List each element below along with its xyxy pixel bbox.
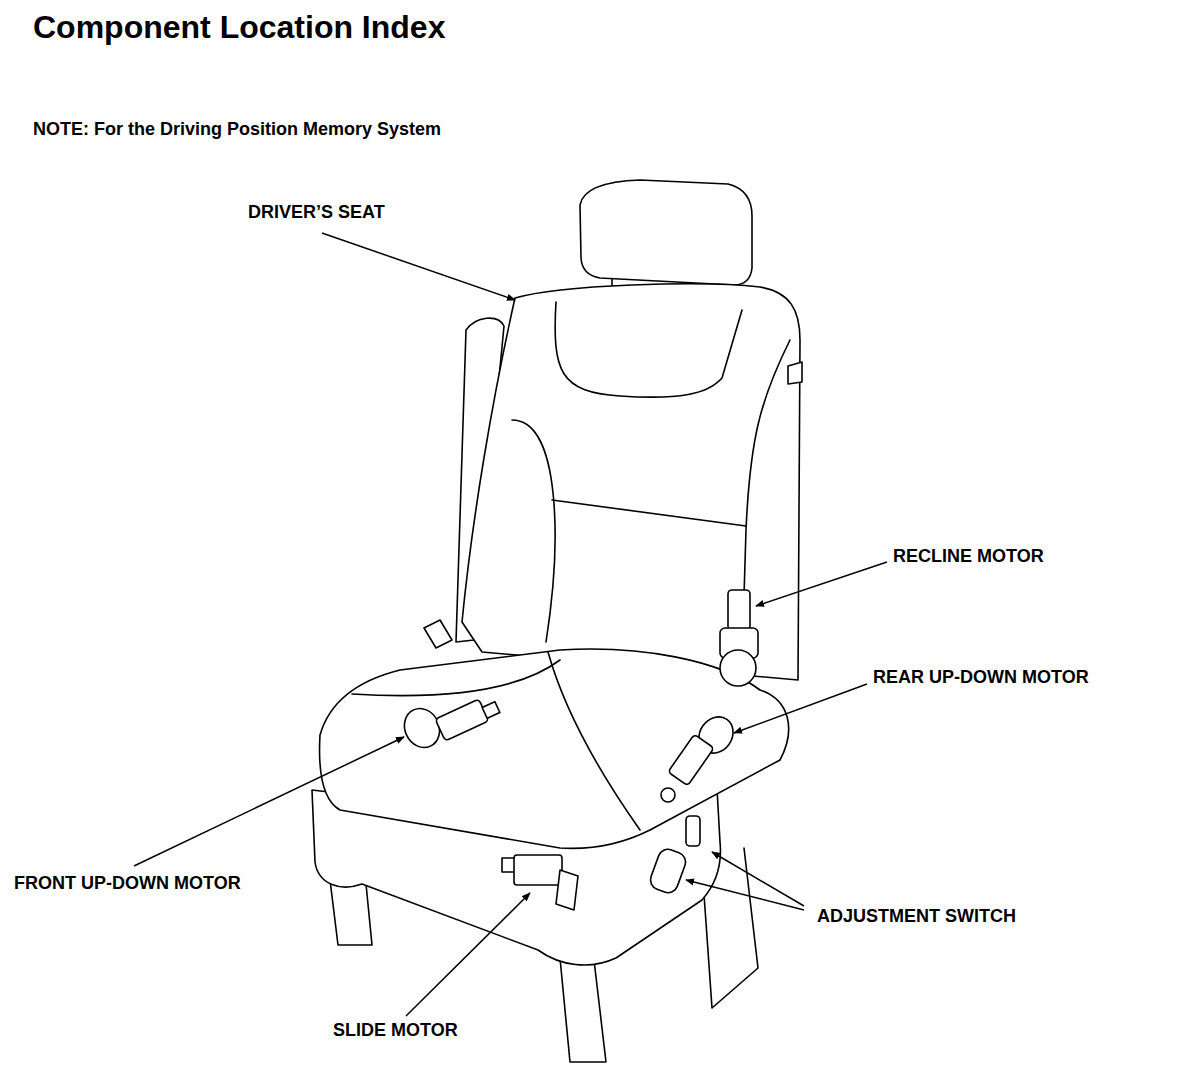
leader-line [734,684,867,733]
note-text: NOTE: For the Driving Position Memory Sy… [33,120,441,140]
adjustment-switch [686,816,700,846]
backrest-seam [552,500,746,526]
part-label: DRIVER’S SEAT [248,203,385,223]
slide-motor [556,870,578,910]
backrest [462,284,800,680]
cushion-seam [548,652,640,830]
adjustment-switch [648,846,689,895]
page-title: Component Location Index [33,10,445,45]
leader-line [756,562,887,606]
headrest [580,180,752,285]
backrest-tab [788,362,802,384]
seat-leg [560,958,606,1062]
recline-motor [728,590,750,630]
seat-leg [330,880,372,945]
leader-line [134,737,404,866]
recline-motor [720,650,756,686]
leader-line [686,880,804,910]
leader-line [322,233,515,300]
front-up-down-motor [482,702,500,719]
part-label: SLIDE MOTOR [333,1021,458,1041]
rear-up-down-motor [661,788,675,802]
seat-cushion [320,649,789,848]
part-label: FRONT UP-DOWN MOTOR [14,874,241,894]
backrest-seam [512,420,555,642]
part-label: ADJUSTMENT SWITCH [817,907,1016,927]
front-up-down-motor [435,699,489,741]
slide-motor [514,855,562,885]
cushion-seam [352,660,560,696]
leader-line [406,893,530,1016]
part-label: RECLINE MOTOR [893,547,1044,567]
part-label: REAR UP-DOWN MOTOR [873,668,1089,688]
buckle [424,620,452,648]
backrest-seam [555,302,742,397]
rear-up-down-motor [668,734,714,785]
